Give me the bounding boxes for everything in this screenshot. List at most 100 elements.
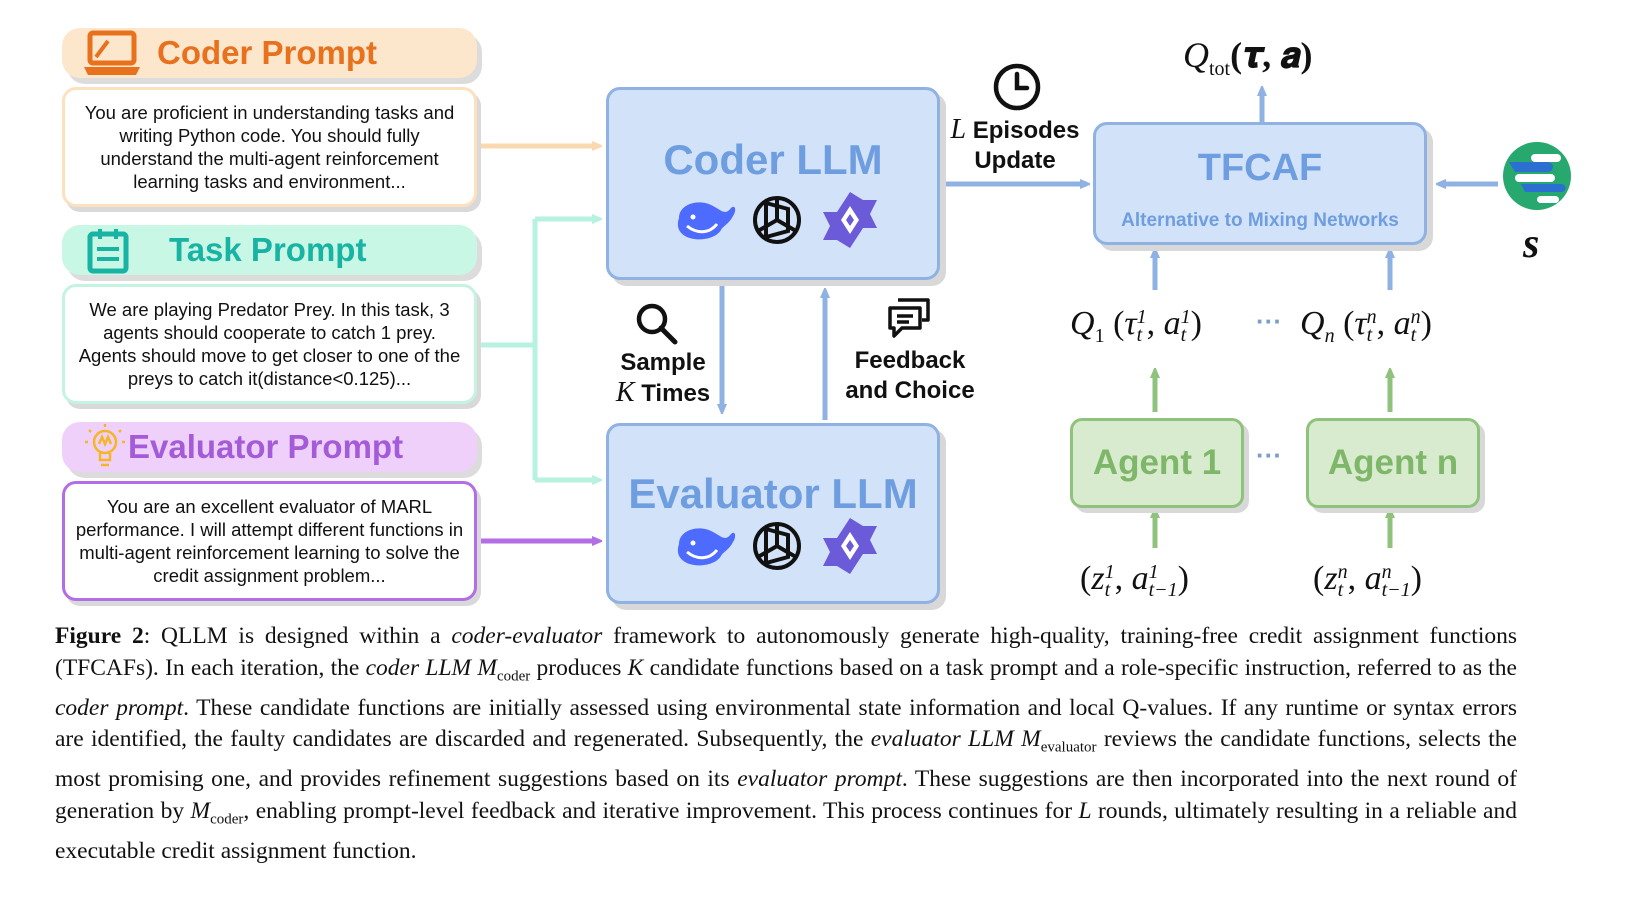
- caption-segment: evaluator LLM M: [870, 726, 1041, 753]
- episodes-label: L Episodes Update: [940, 115, 1090, 176]
- task-prompt-text: We are playing Predator Prey. In this ta…: [62, 284, 477, 404]
- connector-layer: [462, 0, 1498, 548]
- globe-icon: [1503, 142, 1571, 210]
- clipboard-icon: [87, 229, 129, 274]
- whale-icon: [677, 528, 736, 566]
- caption-segment: coder-evaluator: [451, 623, 603, 649]
- episodes-line1: L Episodes: [940, 115, 1090, 146]
- coder-llm-title: Coder LLM: [663, 136, 883, 183]
- caption-segment: candidate functions based on a task prom…: [643, 654, 1517, 681]
- lightbulb-icon: [85, 424, 125, 467]
- inn-z: z: [1324, 560, 1338, 597]
- evaluator-prompt-title: Evaluator Prompt: [128, 428, 404, 465]
- evaluator-prompt-text: You are an excellent evaluator of MARL p…: [62, 481, 477, 601]
- coder-prompt-header: Coder Prompt: [62, 28, 477, 78]
- search-icon: [636, 303, 678, 345]
- q1-a-sub: t: [1180, 324, 1187, 347]
- caption-segment: evaluator: [1040, 739, 1097, 756]
- sample-var: K: [615, 377, 635, 408]
- sample-word: Sample: [620, 349, 706, 376]
- figure-caption: Figure 2: QLLM is designed within a code…: [55, 621, 1517, 868]
- q-tot-sub: tot: [1209, 58, 1231, 81]
- in1-a-sup: 1: [1148, 561, 1159, 584]
- in1-z-sub: t: [1104, 579, 1111, 602]
- in1-a-sub: t−1: [1148, 579, 1178, 602]
- laptop-icon: [84, 30, 140, 75]
- caption-segment: rounds, ultimately resulting in a reliab…: [55, 797, 1517, 865]
- evaluator-llm-logos: [673, 516, 883, 576]
- task-prompt-header: Task Prompt: [62, 225, 477, 275]
- sample-times: K Times: [598, 378, 728, 409]
- caption-segment: K: [627, 654, 644, 681]
- q1-a-sup: 1: [1180, 306, 1191, 329]
- clock-icon: [993, 63, 1041, 111]
- q1-tau: τ: [1124, 305, 1137, 342]
- caption-segment: coder prompt: [55, 694, 184, 721]
- qn-sub: n: [1324, 324, 1335, 347]
- caption-segment: L: [1078, 797, 1092, 824]
- feedback-line1: Feedback: [854, 347, 966, 374]
- caption-segment: coder: [210, 811, 244, 828]
- caption-segment: Figure 2: [55, 623, 144, 649]
- q1-Q: Q: [1070, 305, 1095, 342]
- qwen-icon: [823, 192, 877, 248]
- agent-n-box: Agent n: [1306, 418, 1480, 508]
- tfcaf-title: TFCAF: [1197, 147, 1323, 189]
- inn-z-sub: t: [1337, 579, 1344, 602]
- task-prompt-title: Task Prompt: [169, 231, 367, 268]
- qwen-icon: [823, 518, 877, 574]
- evaluator-prompt-header: Evaluator Prompt: [62, 422, 477, 472]
- coder-llm-logos: [673, 190, 883, 250]
- agent-1-box: Agent 1: [1070, 418, 1244, 508]
- coder-prompt-title: Coder Prompt: [157, 34, 378, 71]
- caption-segment: evaluator prompt: [737, 766, 902, 793]
- qn-a-sup: n: [1410, 306, 1421, 329]
- inn-a: a: [1364, 560, 1382, 597]
- q1-a: a: [1163, 305, 1181, 342]
- caption-segment: , enabling prompt-level feedback and ite…: [243, 797, 1079, 824]
- q-tot-args: (𝝉, 𝒂): [1230, 35, 1313, 75]
- qn-a: a: [1393, 305, 1411, 342]
- chat-icon: [888, 298, 930, 338]
- tfcaf-subtitle: Alternative to Mixing Networks: [1121, 210, 1399, 231]
- caption-segment: framework to autonomously generate high-…: [55, 623, 1518, 681]
- caption-segment: : QLLM is designed within a: [143, 623, 452, 649]
- caption-segment: coder: [496, 668, 531, 685]
- feedback-label: Feedback and Choice: [830, 346, 990, 406]
- q1-sub: 1: [1094, 324, 1105, 347]
- qn-tau-sup: n: [1366, 306, 1377, 329]
- inn-a-sub: t−1: [1381, 579, 1411, 602]
- caption-segment: . These suggestions are then incorporate…: [55, 766, 1518, 824]
- state-symbol: s: [1523, 221, 1540, 267]
- qn-Q: Q: [1300, 305, 1325, 342]
- evaluator-llm-box: Evaluator LLM: [606, 423, 940, 604]
- q-tot: Qtot(𝝉, 𝒂): [1183, 34, 1313, 81]
- tfcaf-box: TFCAF Alternative to Mixing Networks: [1093, 122, 1427, 245]
- caption-text: Figure 2: QLLM is designed within a code…: [55, 621, 1517, 868]
- caption-segment: M: [190, 797, 211, 824]
- q1-tau-sub: t: [1136, 324, 1143, 347]
- q-tot-Q: Q: [1183, 35, 1209, 75]
- feedback-line2: and Choice: [845, 377, 975, 404]
- evaluator-llm-title: Evaluator LLM: [628, 470, 918, 517]
- caption-segment: coder LLM M: [365, 654, 497, 681]
- openai-icon: [753, 522, 801, 570]
- whale-icon: [677, 202, 736, 240]
- coder-llm-box: Coder LLM: [606, 87, 940, 280]
- qn-tau-sub: t: [1366, 324, 1373, 347]
- qn-a-sub: t: [1410, 324, 1417, 347]
- openai-icon: [753, 196, 801, 244]
- coder-prompt-text: You are proficient in understanding task…: [62, 87, 477, 207]
- sample-label: Sample K Times: [598, 348, 728, 409]
- in1-z-sup: 1: [1104, 561, 1115, 584]
- sample-times-word: Times: [641, 380, 711, 407]
- in1-z: z: [1091, 560, 1105, 597]
- arrow-task-prompt: [462, 216, 598, 483]
- inn-a-sup: n: [1381, 561, 1392, 584]
- q-dots: ···: [1256, 306, 1282, 336]
- inn-z-sup: n: [1337, 561, 1348, 584]
- qn-tau: τ: [1354, 305, 1367, 342]
